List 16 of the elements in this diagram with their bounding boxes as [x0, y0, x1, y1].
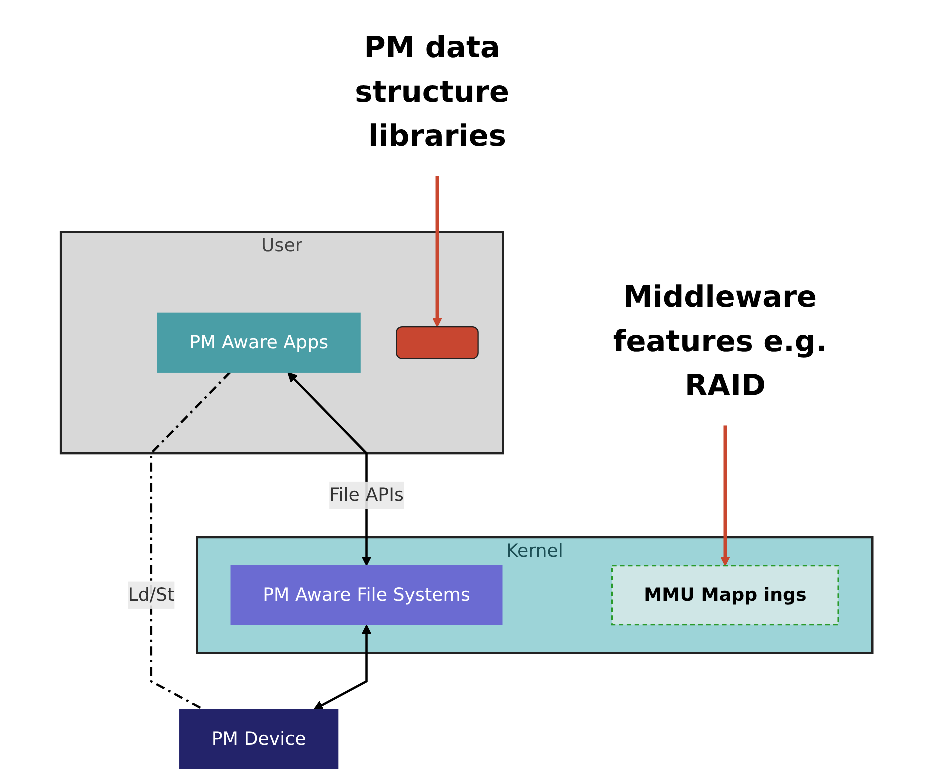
cluster — [60, 231, 505, 455]
node-box — [230, 565, 503, 626]
node-box — [612, 564, 840, 626]
arrow — [432, 176, 443, 328]
node-text: Middleware features e.g. RAID — [614, 281, 828, 404]
node-text: PM data structure libraries — [355, 31, 510, 154]
edge-label: Ld/St — [128, 584, 175, 606]
node-bar — [396, 326, 480, 360]
cluster — [196, 536, 874, 654]
arrow — [314, 624, 372, 710]
connector — [150, 372, 232, 711]
node-box — [180, 709, 339, 770]
node-box — [157, 312, 362, 373]
diagram: Kernel User File APIs Ld/St PM Aware Apps PM Aware File Systems MMU Mapp ings PM Device PM data structure libraries Middleware features e.g. RAID — [52, 2, 882, 778]
arrow — [720, 425, 731, 566]
edge-label: File APIs — [330, 484, 404, 506]
